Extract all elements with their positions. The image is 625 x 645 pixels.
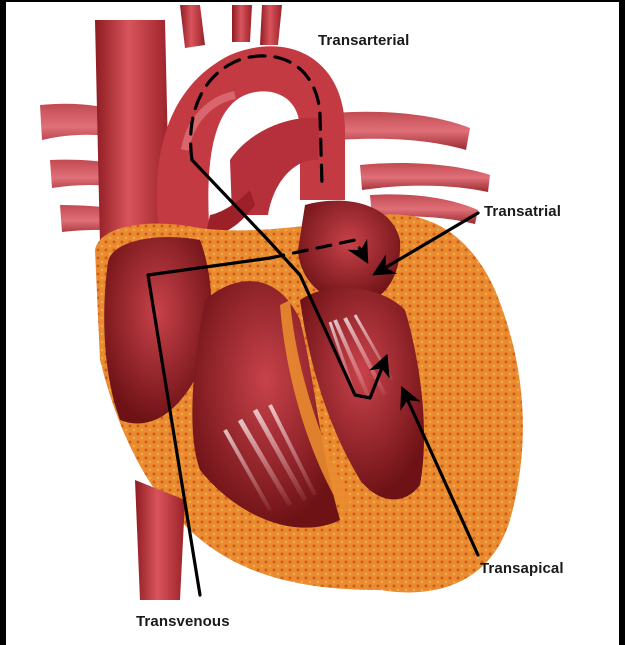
transarterial-label: Transarterial xyxy=(318,32,409,49)
transvenous-label: Transvenous xyxy=(136,613,230,630)
inferior-vena-cava xyxy=(135,480,185,600)
transapical-label: Transapical xyxy=(480,560,564,577)
transatrial-label: Transatrial xyxy=(484,203,561,220)
